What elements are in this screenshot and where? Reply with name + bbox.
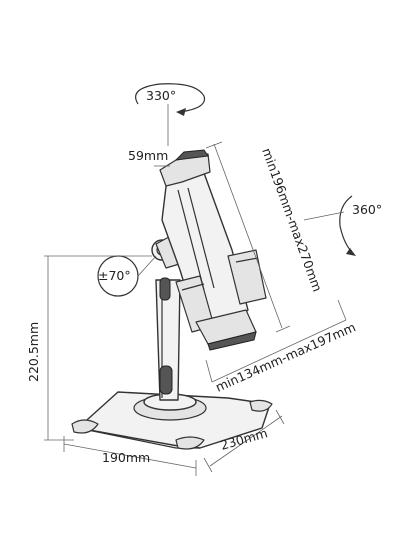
dimension-lines (44, 141, 347, 476)
arm-width-label: 59mm (128, 148, 168, 163)
rotation-arrow-side (303, 195, 356, 256)
tablet-holder (159, 149, 267, 351)
tilt-label: ±70° (98, 268, 131, 283)
rotation-side-label: 360° (352, 202, 382, 217)
height-label: 220.5mm (26, 322, 41, 382)
rotation-top-label: 330° (146, 88, 176, 103)
holder-length-label: min196mm-max270mm (259, 146, 325, 294)
rotation-arrow-top (135, 83, 206, 146)
base-plate (71, 391, 273, 450)
base-width-label: 190mm (102, 450, 150, 465)
support-column (155, 277, 181, 401)
